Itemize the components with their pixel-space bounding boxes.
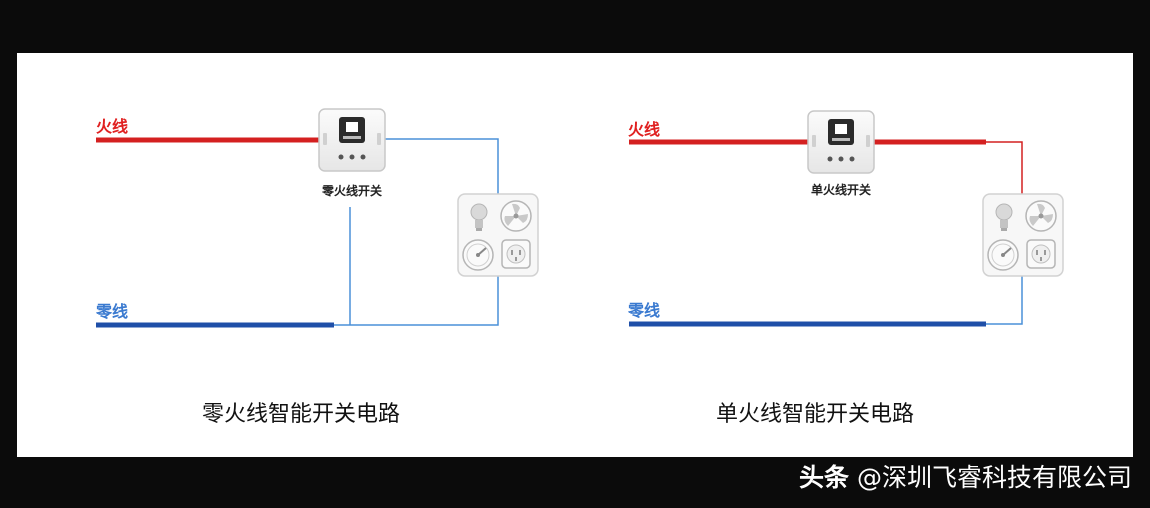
right-switch-to-load-wire — [986, 141, 1023, 196]
socket-icon — [501, 239, 531, 269]
bulb-icon — [470, 203, 488, 231]
left-load-to-neutral-wire — [334, 276, 499, 326]
right-load-panel — [982, 193, 1064, 277]
watermark: 头条 @深圳飞睿科技有限公司 — [799, 458, 1132, 498]
left-caption: 零火线智能开关电路 — [201, 402, 400, 427]
right-neutral-label: 零线 — [628, 301, 661, 320]
fan-icon — [1025, 200, 1057, 232]
diagram-panel — [17, 53, 1133, 457]
fan-icon — [500, 200, 532, 232]
left-load-panel — [457, 193, 539, 277]
right-load-to-neutral-wire — [986, 276, 1023, 325]
gauge-icon — [987, 239, 1019, 271]
left-switch-icon — [318, 108, 386, 172]
bulb-icon — [995, 203, 1013, 231]
left-neutral-label: 零线 — [96, 302, 129, 321]
right-circuit — [629, 110, 1064, 327]
watermark-account: @深圳飞睿科技有限公司 — [856, 463, 1132, 492]
socket-icon — [1026, 239, 1056, 269]
left-switch-label: 零火线开关 — [321, 184, 382, 198]
gauge-icon — [462, 239, 494, 271]
watermark-brand: 头条 — [799, 463, 850, 492]
left-live-label: 火线 — [96, 117, 129, 136]
left-switch-to-load-wire — [385, 138, 499, 196]
right-switch-icon — [807, 110, 875, 174]
left-circuit — [96, 108, 539, 328]
right-switch-label: 单火线开关 — [810, 183, 871, 197]
right-caption: 单火线智能开关电路 — [715, 402, 914, 427]
right-live-label: 火线 — [628, 120, 661, 139]
